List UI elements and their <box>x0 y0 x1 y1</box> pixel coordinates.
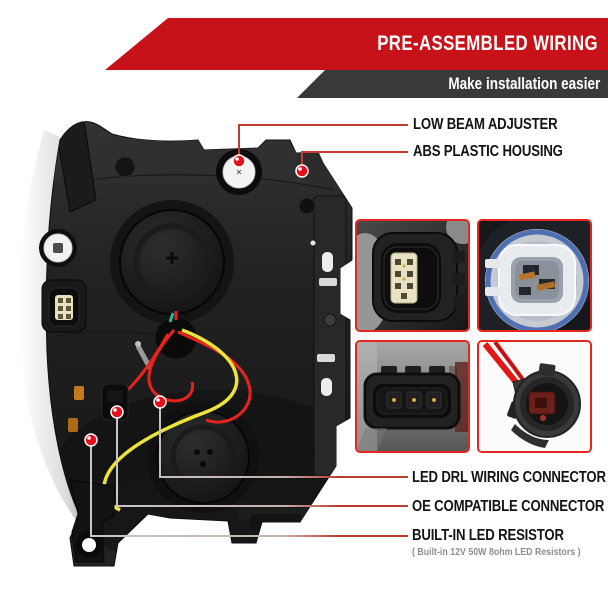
three-pin-connector-photo <box>357 342 468 451</box>
closeup-bulb-socket-connector <box>477 219 592 332</box>
low-beam-adjuster: ✕ <box>216 149 262 195</box>
callout-line-abs-housing <box>301 151 408 168</box>
callout-label-drl-connector: LED DRL WIRING CONNECTOR <box>412 469 606 486</box>
closeup-led-resistor-socket <box>477 340 592 453</box>
housing-top-panel <box>54 137 336 184</box>
callout-dot-low-beam <box>232 154 246 168</box>
side-adjuster-ring <box>39 229 77 267</box>
callout-line-low-beam-adjuster <box>238 124 408 158</box>
dust-cap-bottom <box>147 401 259 513</box>
callout-dot-resistor <box>84 433 98 447</box>
banner-sub-ribbon: Make installation easier <box>297 70 608 98</box>
callout-dot-oe <box>110 405 124 419</box>
callout-label-low-beam-adjuster: LOW BEAM ADJUSTER <box>413 116 558 133</box>
amber-tab <box>68 418 78 432</box>
closeup-three-pin-connector <box>355 340 470 453</box>
amber-tab <box>74 386 84 400</box>
callout-label-abs-housing: ABS PLASTIC HOUSING <box>413 143 563 160</box>
oe-connector <box>41 279 87 333</box>
adjuster-cross-icon: ✕ <box>236 168 243 177</box>
multi-pin-oe-connector-photo <box>357 221 468 330</box>
housing-recess <box>298 197 316 215</box>
banner-title: PRE-ASSEMBLED WIRING <box>377 32 598 55</box>
banner-ribbon: PRE-ASSEMBLED WIRING <box>105 18 608 70</box>
bulb-socket-connector-photo <box>479 221 590 330</box>
callout-sublabel-led-resistor: ( Built-in 12V 50W 8ohm LED Resistors ) <box>412 546 581 558</box>
callout-line-oe-connector <box>116 414 408 507</box>
callout-label-led-resistor: BUILT-IN LED RESISTOR <box>412 527 564 544</box>
callout-line-drl-connector <box>159 404 408 478</box>
callout-dot-abs <box>295 164 309 178</box>
housing-right-rail <box>313 195 347 477</box>
banner-subtitle: Make installation easier <box>448 75 600 93</box>
red-wire <box>177 330 252 424</box>
callout-line-led-resistor <box>90 442 408 537</box>
led-resistor-socket-photo <box>479 342 590 451</box>
lens-edge <box>19 130 98 526</box>
callout-dots <box>84 154 309 447</box>
closeup-multi-pin-oe-connector <box>355 219 470 332</box>
callout-dot-drl <box>153 395 167 409</box>
dust-cap-top <box>110 200 234 324</box>
housing-recess-screw <box>114 156 136 178</box>
callout-lines <box>90 124 408 537</box>
callout-label-oe-connector: OE COMPATIBLE CONNECTOR <box>412 498 605 515</box>
